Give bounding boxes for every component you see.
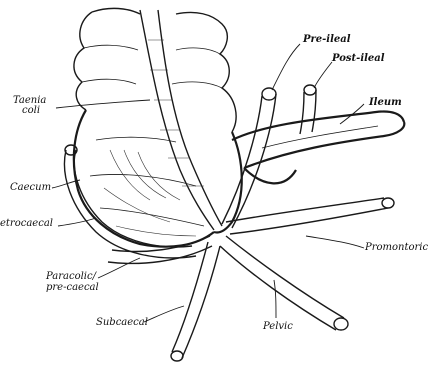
taenia-coli (140, 10, 222, 230)
label-promontoric: Promontoric (365, 243, 428, 253)
label-paracolic-line2: pre-caecal (46, 283, 99, 293)
label-ileum: Ileum (369, 98, 402, 108)
subcaecal-appendix (171, 242, 220, 361)
label-retrocaecal: etrocaecal (0, 219, 53, 229)
label-taenia-coli-line2: coli (22, 106, 40, 116)
pelvic-appendix (220, 236, 348, 330)
label-caecum: Caecum (10, 183, 51, 193)
caecum (74, 110, 242, 247)
post-ileal-appendix (300, 85, 316, 134)
label-paracolic-line1: Paracolic/ (46, 272, 96, 282)
promontoric-appendix (226, 198, 394, 234)
label-pelvic: Pelvic (263, 322, 293, 332)
label-pre-ileal: Pre-ileal (303, 35, 351, 45)
label-subcaecal: Subcaecal (96, 318, 148, 328)
label-post-ileal: Post-ileal (332, 54, 385, 64)
leader-lines (52, 44, 364, 322)
pre-ileal-appendix (222, 88, 276, 228)
